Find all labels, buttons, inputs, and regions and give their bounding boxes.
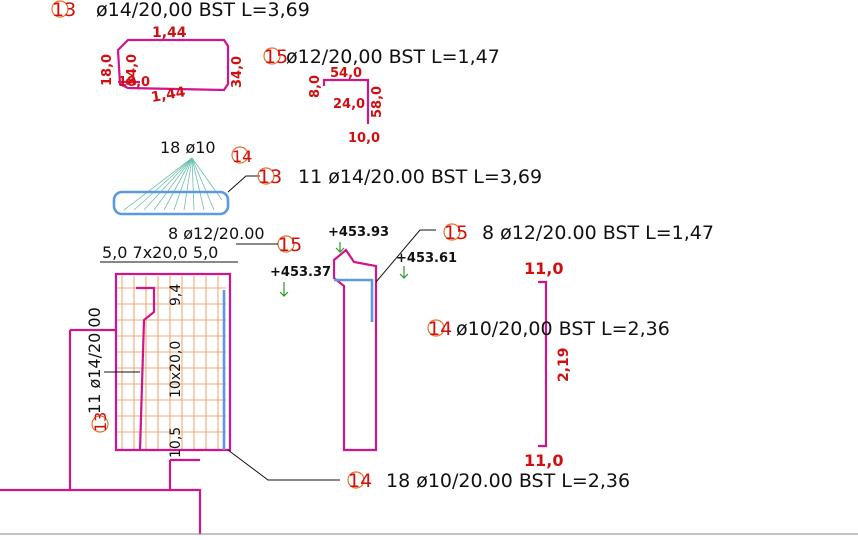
elevation-2: +453.37: [270, 265, 331, 280]
dim-10x20: 10x20,0: [168, 341, 184, 398]
bar-13-section-loop: [112, 190, 230, 216]
elevation-3: +453.61: [396, 251, 457, 266]
bar-13-mid-mark: 13: [258, 166, 282, 188]
bar-mark-circle: [443, 223, 461, 241]
shape-13-dim-left-c: 18,0: [118, 75, 150, 90]
bar-15-top-mark: 15: [264, 46, 288, 68]
wall-notch: [136, 286, 156, 451]
bar-14-group-mark: 14: [232, 147, 252, 166]
column-right-edge: [168, 458, 200, 490]
bar-13-top-spec: ø14/20,00 BST L=3,69: [96, 0, 310, 21]
bar-13-mid-spec: 11 ø14/20.00 BST L=3,69: [298, 166, 542, 188]
wall-outline: [114, 272, 232, 452]
bar-14-mid-spec: ø10/20,00 BST L=2,36: [456, 318, 670, 340]
shape-13-dim-right: 34,0: [230, 56, 245, 88]
dim-10-5: 10,5: [168, 427, 184, 458]
shape-15-dim-3: 24,0: [333, 97, 365, 112]
shape-14-dim-bottom: 11,0: [524, 451, 563, 470]
shape-14-dim-length: 2,19: [556, 347, 572, 382]
shape-15-dim-4: 58,0: [370, 86, 385, 118]
bar-15-section-mark: 15: [278, 234, 302, 256]
bar-13-vertical-label: 11 ø14/20.00: [85, 307, 104, 414]
shape-13-dim-left-b: 18,0: [100, 54, 115, 86]
shape-15-outline: [322, 78, 370, 124]
shape-13-dim-bottom: 1,44: [150, 84, 187, 106]
shape-14-outline: [538, 280, 548, 448]
column-left-edge: [68, 328, 116, 490]
bar-14-group-label: 18 ø10: [160, 138, 216, 157]
bar-15-top-spec: ø12/20,00 BST L=1,47: [286, 46, 500, 68]
elevation-1: +453.93: [328, 225, 389, 240]
bar-15-mid-spec: 8 ø12/20.00 BST L=1,47: [482, 222, 714, 244]
bar-15-section-label: 8 ø12/20.00: [168, 224, 265, 243]
bar-13-vertical-mark: 13: [91, 412, 110, 432]
bar-mark-circle: [347, 471, 365, 489]
bar-13-top-mark: 13: [52, 0, 76, 21]
shape-15-dim-5: 10,0: [348, 131, 380, 146]
bar-mark-circle: [51, 0, 69, 18]
bar-14-fan-lines: [123, 157, 223, 211]
leader-line: [375, 229, 436, 283]
bar-14-bot-spec: 18 ø10/20.00 BST L=2,36: [386, 470, 630, 492]
spacing-dimension: 5,0 7x20,0 5,0: [102, 243, 218, 262]
elevation-marker: [335, 242, 345, 253]
foundation-outline: [0, 488, 202, 534]
leader-line: [227, 175, 260, 193]
shape-15-dim-2: 8,0: [308, 75, 323, 98]
bar-mark-circle: [231, 146, 249, 164]
shape-13-outline: [116, 38, 230, 92]
bar-15-mid-mark: 15: [444, 222, 468, 244]
bar-mark-circle: [91, 415, 109, 433]
bar-mark-circle: [427, 319, 445, 337]
shape-15-dim-1: 54,0: [330, 66, 362, 81]
mesh-grid: [116, 276, 226, 450]
bar-mark-circle: [263, 47, 281, 65]
shape-14-dim-top: 11,0: [524, 259, 563, 278]
shape-13-dim-left-a: 34,0: [125, 54, 140, 86]
elevation-marker: [279, 282, 289, 297]
beam-rebar: [334, 278, 374, 322]
dim-9-4: 9,4: [168, 284, 184, 306]
leader-line: [227, 449, 340, 481]
elevation-marker: [399, 266, 409, 279]
bar-mark-circle: [257, 167, 275, 185]
shape-13-dim-top: 1,44: [152, 25, 187, 41]
bar-14-bot-mark: 14: [348, 470, 372, 492]
bar-14-mid-mark: 14: [428, 318, 452, 340]
